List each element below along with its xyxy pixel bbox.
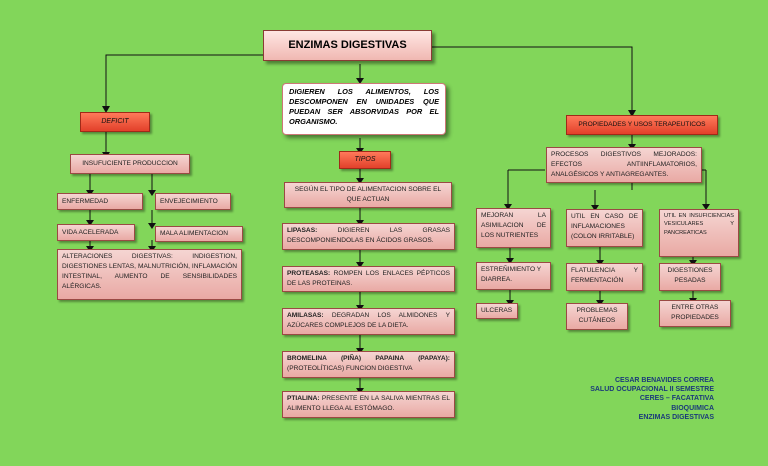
types-intro: SEGÚN EL TIPO DE ALIMENTACION SOBRE EL Q… [284,182,452,208]
properties-header: PROPIEDADES Y USOS TERAPEUTICOS [566,115,718,135]
flatulence-fermentation: FLATULENCIA Y FERMENTACIÓN [566,263,643,291]
type-name: PROTEASAS: [287,270,331,277]
type-description: PRESENTE EN LA SALIVA MIENTRAS EL ALIMEN… [287,395,450,412]
type-ptialina: PTIALINA: PRESENTE EN LA SALIVA MIENTRAS… [282,391,455,418]
type-name: LIPASAS: [287,227,318,234]
digestive-alterations: ALTERACIONES DIGESTIVAS: INDIGESTION, DI… [57,249,242,300]
type-description: ROMPEN LOS ENLACES PÉPTICOS DE LAS PROTE… [287,270,450,287]
other-properties: ENTRE OTRAS PROPIEDADES [659,300,731,327]
institution: CERES – FACATATIVA [639,395,714,403]
type-name: PTIALINA: [287,395,320,402]
skin-problems: PROBLEMAS CUTÁNEOS [566,303,628,330]
tipos-header: TIPOS [339,151,391,169]
type-bromelina-papaina: BROMELINA (PIÑA) PAPAINA (PAPAYA): (PROT… [282,351,455,378]
topic: ENZIMAS DIGESTIVAS [638,413,714,421]
cause-mala-alimentacion: MALA ALIMENTACION [155,226,243,242]
vesicular-pancreatic-use: UTIL EN INSUFICIENCIAS VESICULARES Y PAN… [659,209,739,257]
ulcers: ULCERAS [476,303,518,319]
type-description: DEGRADAN LOS ALMIDONES Y AZÚCARES COMPLE… [287,312,450,329]
course: SALUD OCUPACIONAL II SEMESTRE [590,386,714,394]
cause-enfermedad: ENFERMEDAD [57,193,143,210]
heavy-digestion: DIGESTIONES PESADAS [659,263,721,291]
constipation-diarrhea: ESTREÑIMIENTO Y DIARREA. [476,262,551,290]
type-amilasas: AMILASAS: DEGRADAN LOS ALMIDONES Y AZÚCA… [282,308,455,335]
author-name: CESAR BENAVIDES CORREA [614,377,714,384]
type-description: DIGIEREN LAS GRASAS DESCOMPONIENDOLAS EN… [287,227,450,244]
improved-processes: PROCESOS DIGESTIVOS MEJORADOS: EFECTOS A… [546,147,702,183]
main-title: ENZIMAS DIGESTIVAS [263,30,432,61]
type-lipasas: LIPASAS: DIGIEREN LAS GRASAS DESCOMPONIE… [282,223,455,250]
insufficient-production: INSUFUCIENTE PRODUCCION [70,154,190,174]
cause-vida-acelerada: VIDA ACELERADA [57,224,135,241]
nutrient-assimilation: MEJORAN LA ASIMILACION DE LOS NUTRIENTES [476,208,551,248]
deficit-header: DEFICIT [80,112,150,132]
cause-envejecimiento: ENVEJECIMIENTO [155,193,231,210]
type-name: AMILASAS: [287,312,324,319]
type-description: (PROTEOLÍTICAS) FUNCION DIGESTIVA [287,365,413,372]
definition-box: DIGIEREN LOS ALIMENTOS, LOS DESCOMPONEN … [282,83,446,135]
subject: BIOQUIMICA [671,404,714,412]
credits: CESAR BENAVIDES CORREA SALUD OCUPACIONAL… [590,376,714,422]
type-name: BROMELINA (PIÑA) PAPAINA (PAPAYA): [287,355,450,362]
inflammation-use: UTIL EN CASO DE INFLAMACIONES (COLON IRR… [566,209,643,247]
type-proteasas: PROTEASAS: ROMPEN LOS ENLACES PÉPTICOS D… [282,266,455,292]
